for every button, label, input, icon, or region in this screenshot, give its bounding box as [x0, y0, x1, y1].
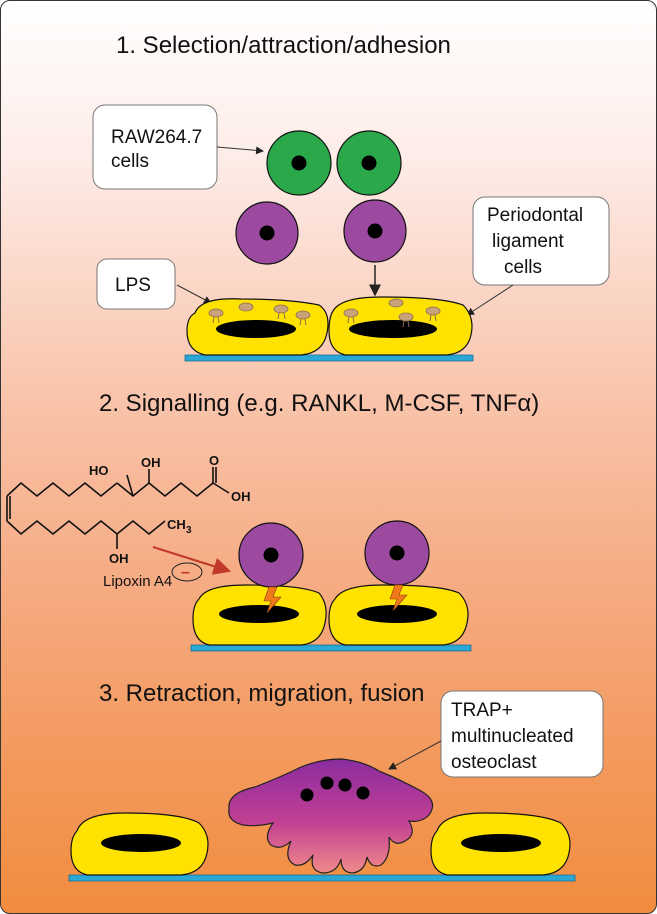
periodontal-ligament-cell	[70, 812, 209, 876]
heading-step3: 3. Retraction, migration, fusion	[99, 680, 425, 707]
lps-receptor-markers	[208, 298, 441, 322]
pdl-callout-line3: cells	[504, 257, 542, 278]
periodontal-ligament-cell	[186, 298, 329, 356]
molecule-ch3: CH	[167, 517, 186, 532]
lipoxin-name: Lipoxin A4	[103, 573, 172, 590]
molecule-oh-bottom: OH	[109, 551, 129, 566]
heading-step2: 2. Signalling (e.g. RANKL, M-CSF, TNFα)	[99, 390, 539, 417]
raw-pointer-arrow	[216, 146, 264, 155]
signal-bolt-icon	[263, 586, 282, 614]
molecule-oh-top: OH	[141, 455, 161, 470]
purple-cell	[238, 522, 304, 588]
pdl-pointer-arrow	[466, 284, 514, 316]
molecule-oh-acid: OH	[231, 489, 251, 504]
purple-cell	[235, 201, 299, 265]
lipoxin-a4-structure	[6, 467, 230, 549]
substrate-bar	[190, 644, 472, 652]
molecule-ho: HO	[89, 463, 109, 478]
lipoxin-inhibition-arrow	[152, 545, 232, 575]
multinucleated-osteoclast	[228, 758, 434, 874]
trap-callout-line2: multinucleated	[451, 726, 574, 747]
lps-label: LPS	[115, 275, 151, 296]
purple-cell	[364, 520, 430, 586]
green-cell	[266, 130, 332, 196]
inhibition-symbol: –	[181, 564, 190, 581]
raw-callout-line2: cells	[111, 151, 149, 172]
pdl-callout-line2: ligament	[492, 231, 565, 252]
periodontal-ligament-cell	[328, 584, 469, 646]
trap-pointer-arrow	[388, 740, 442, 770]
lps-receptor-stalks	[212, 312, 437, 328]
raw-callout-line1: RAW264.7	[111, 127, 202, 148]
molecule-ch3-subscript: 3	[186, 525, 192, 536]
lps-pointer-arrow	[176, 284, 212, 304]
substrate-bar	[184, 354, 474, 362]
heading-step1: 1. Selection/attraction/adhesion	[116, 32, 451, 59]
trap-osteoclast-callout	[440, 690, 604, 778]
green-cell	[336, 130, 402, 196]
trap-callout-line1: TRAP+	[451, 700, 513, 721]
periodontal-ligament-cell	[430, 812, 571, 876]
pdl-cells-callout	[472, 196, 610, 286]
trap-callout-line3: osteoclast	[451, 752, 537, 773]
molecule-carbonyl-o: O	[209, 453, 219, 468]
signal-bolt-icon	[389, 584, 408, 612]
lps-callout	[96, 258, 176, 310]
pdl-callout-line1: Periodontal	[487, 205, 583, 226]
periodontal-ligament-cell	[192, 584, 327, 646]
inhibition-circle	[171, 562, 203, 582]
substrate-bar	[68, 874, 576, 882]
purple-cell	[343, 199, 407, 263]
